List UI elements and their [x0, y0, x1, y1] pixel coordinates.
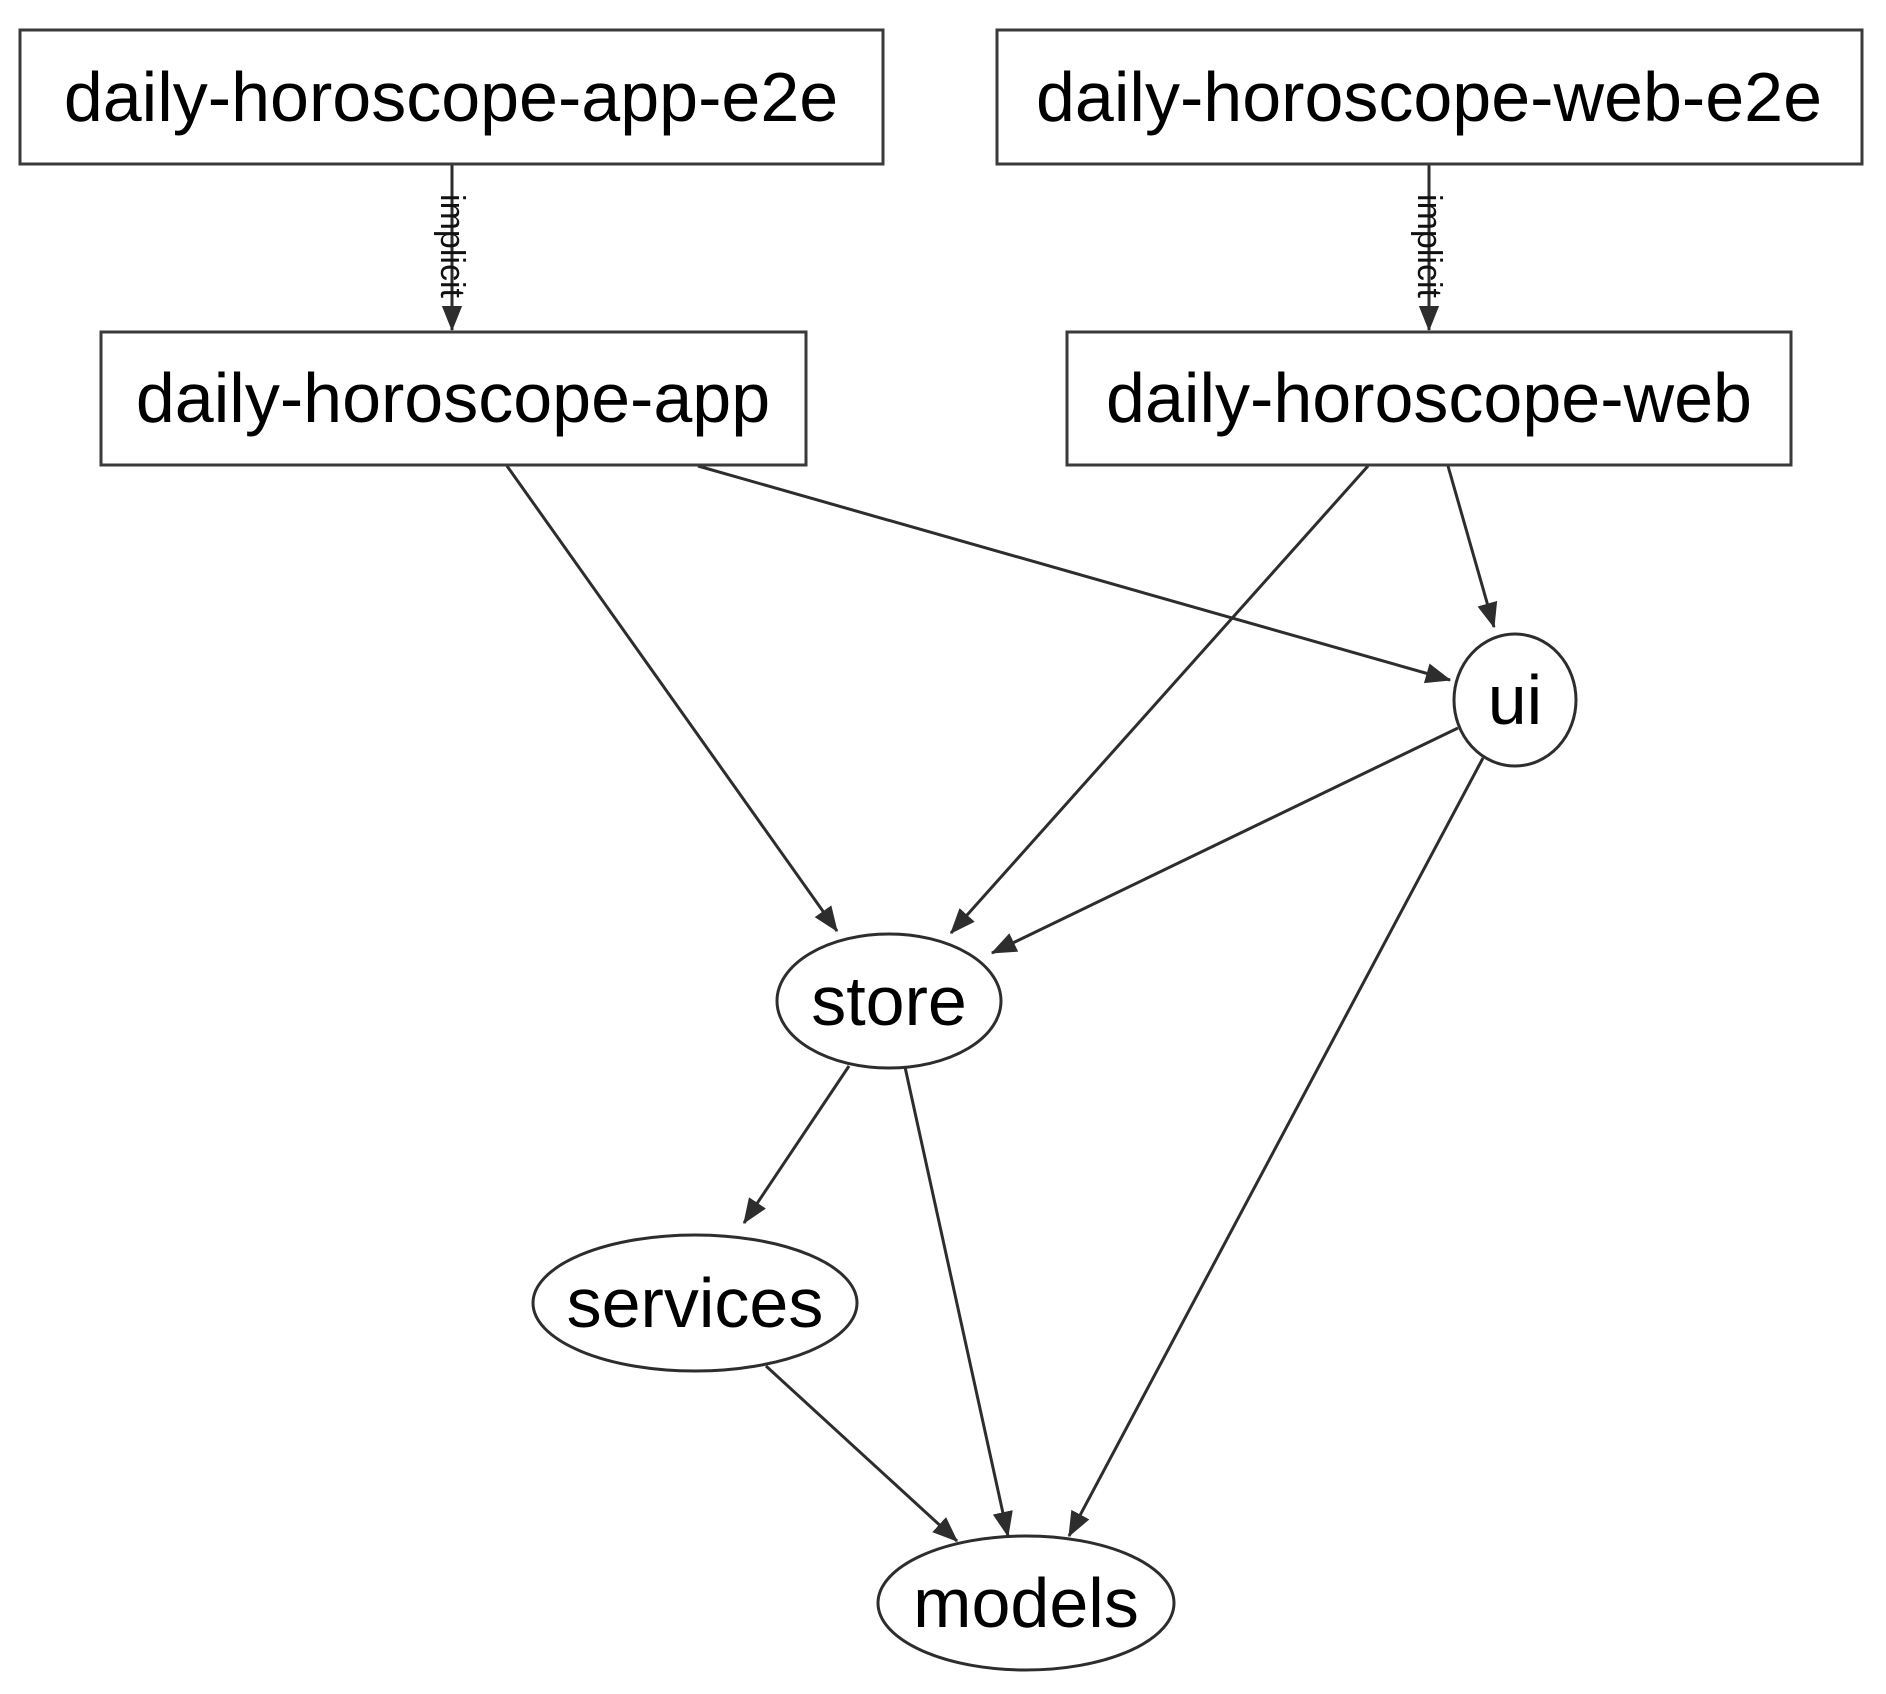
edge-label-implicit: implicit: [433, 194, 471, 298]
node-store: store: [775, 932, 1003, 1070]
node-daily-horoscope-app: daily-horoscope-app: [99, 330, 808, 467]
edge-label-implicit: implicit: [1410, 194, 1448, 298]
node-ellipse[interactable]: [876, 1534, 1176, 1672]
edge-app-to-store: [505, 465, 839, 933]
node-ui: ui: [1452, 632, 1578, 768]
node-label: services: [567, 1264, 824, 1342]
node-label: daily-horoscope-web-e2e: [1036, 58, 1822, 136]
edge-line: [697, 464, 1452, 684]
edge-line: [903, 1066, 1013, 1538]
edge-line: [505, 465, 839, 933]
node-box[interactable]: [995, 28, 1864, 166]
node-label: store: [811, 962, 967, 1040]
node-ellipse[interactable]: [1452, 632, 1578, 768]
node-daily-horoscope-web-e2e: daily-horoscope-web-e2e: [995, 28, 1864, 166]
edge-web-e2e-to-web: implicit: [1410, 164, 1448, 332]
node-daily-horoscope-app-e2e: daily-horoscope-app-e2e: [18, 28, 885, 166]
edge-store-to-services: [742, 1065, 851, 1225]
node-box[interactable]: [99, 330, 808, 467]
edge-ui-to-models: [1067, 757, 1485, 1538]
node-label: ui: [1488, 661, 1542, 739]
node-ellipse[interactable]: [775, 932, 1003, 1070]
edge-web-to-ui: [1446, 465, 1498, 629]
edge-store-to-models: [903, 1066, 1013, 1538]
edge-line: [1067, 757, 1485, 1538]
edge-web-to-store: [949, 465, 1370, 934]
node-daily-horoscope-web: daily-horoscope-web: [1065, 330, 1793, 467]
edge-ui-to-store: [990, 726, 1459, 955]
node-label: daily-horoscope-app: [136, 359, 770, 437]
edge-app-e2e-to-app: implicit: [433, 164, 471, 332]
node-label: models: [913, 1564, 1139, 1642]
node-label: daily-horoscope-app-e2e: [64, 58, 838, 136]
edge-app-to-ui: [697, 464, 1452, 684]
node-models: models: [876, 1534, 1176, 1672]
edge-line: [764, 1364, 959, 1543]
edge-line: [742, 1065, 851, 1225]
node-label: daily-horoscope-web: [1106, 359, 1752, 437]
node-services: services: [531, 1233, 859, 1373]
edge-services-to-models: [764, 1364, 959, 1543]
edge-line: [1446, 465, 1498, 629]
node-box[interactable]: [1065, 330, 1793, 467]
node-box[interactable]: [18, 28, 885, 166]
edge-line: [949, 465, 1370, 934]
edge-line: [990, 726, 1459, 955]
node-ellipse[interactable]: [531, 1233, 859, 1373]
